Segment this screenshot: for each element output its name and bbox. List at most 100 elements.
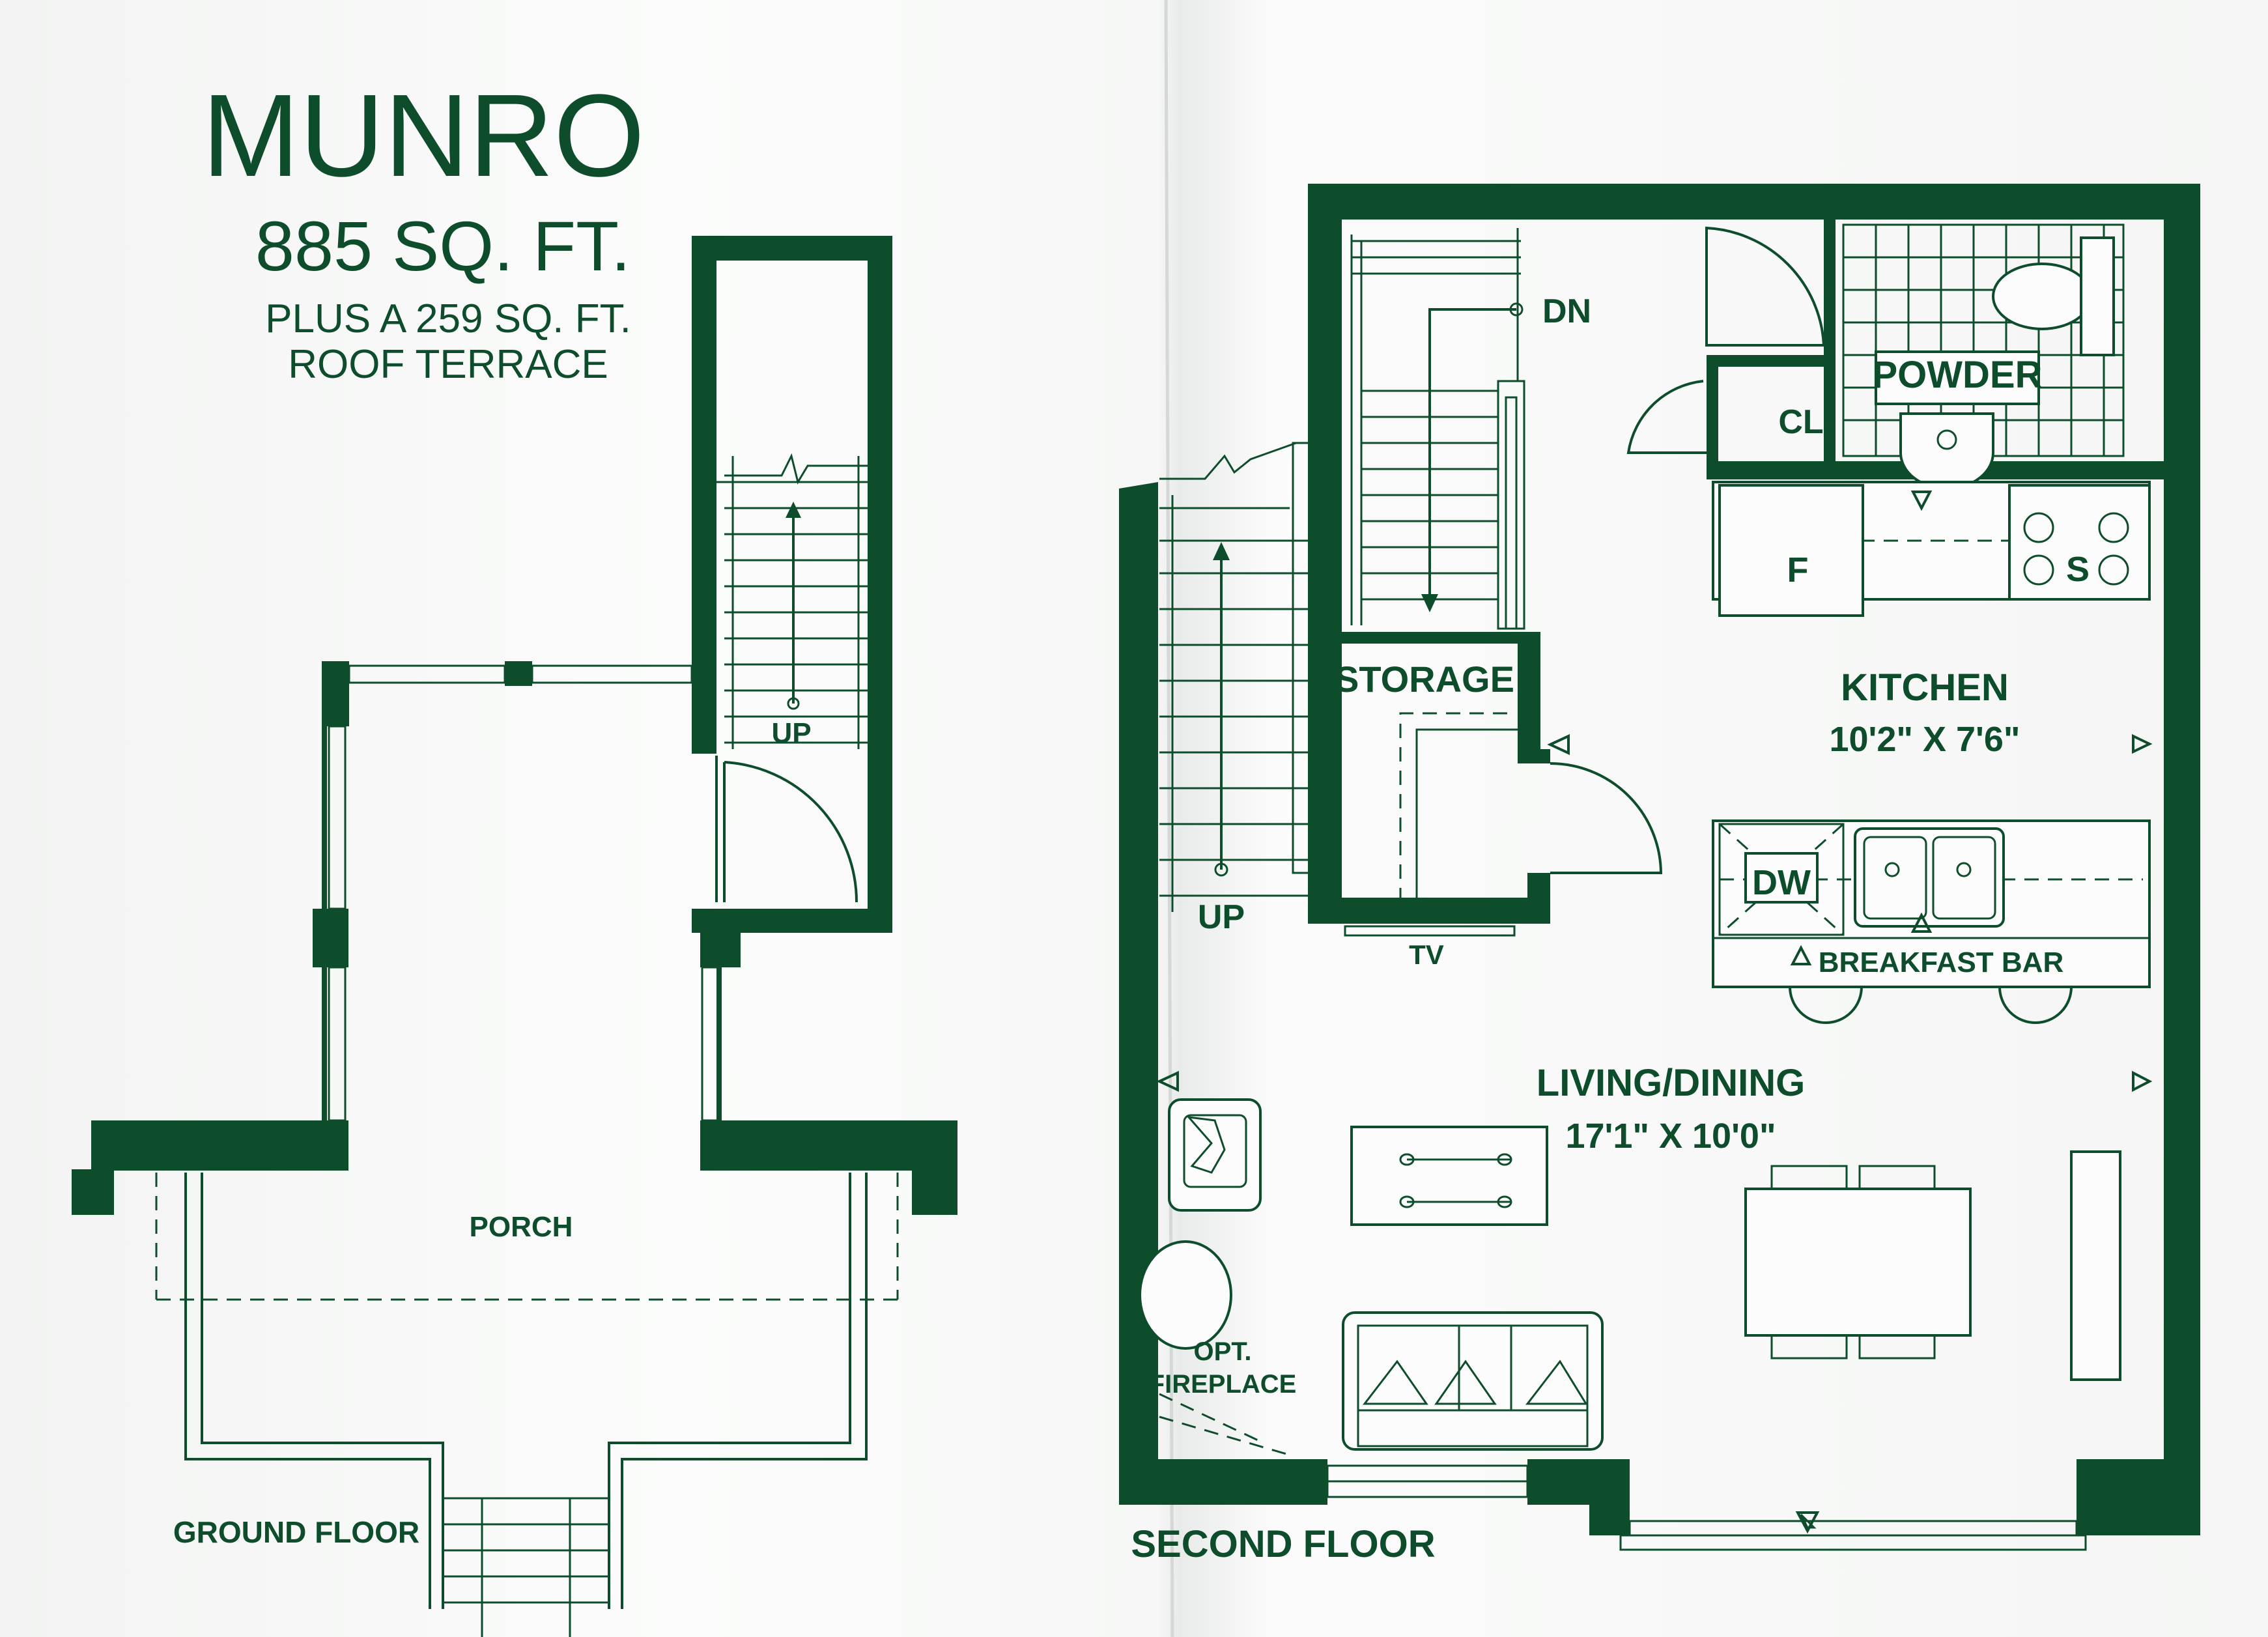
vestibule-wall-left-stub <box>313 909 348 967</box>
vestibule-wall-tl <box>322 661 349 726</box>
coffee-table-knob-4 <box>1497 1195 1512 1208</box>
porch-wall-right <box>700 1120 957 1171</box>
double-sink <box>1854 827 2005 928</box>
second-wall-top <box>1308 184 2200 220</box>
dishwasher-label-backdrop <box>1744 852 1819 904</box>
toilet-bowl <box>1992 263 2092 330</box>
sofa-pillow-1 <box>1362 1359 1428 1405</box>
ground-floor-label: GROUND FLOOR <box>173 1515 419 1549</box>
stair-down-label: DN <box>1542 292 1591 330</box>
stove-label: S <box>2066 550 2090 589</box>
vestibule-side-windows <box>328 725 720 1122</box>
powder-sink <box>1899 412 1994 490</box>
stove <box>2008 484 2151 601</box>
powder-label: POWDER <box>1873 354 2043 396</box>
storage-wall-right-stub <box>1518 749 1550 763</box>
second-bottom-window <box>1326 1464 2087 1551</box>
plan-area: 885 SQ. FT. <box>255 206 631 285</box>
bottom-vent-marker <box>1800 1513 1817 1529</box>
dishwasher <box>1718 823 1845 936</box>
living-right-marker <box>2132 1070 2153 1092</box>
ground-stair-up-label: UP <box>771 717 811 749</box>
vestibule-wall-left-edge <box>322 726 327 1127</box>
armchair <box>1168 1098 1262 1212</box>
ground-stair-treads <box>716 453 868 749</box>
vestibule-top-window <box>348 664 693 684</box>
second-down-arrow-line <box>1428 308 1516 603</box>
living-left-marker <box>1156 1070 1179 1092</box>
second-wall-bottom-right <box>2077 1459 2200 1535</box>
second-wall-bottom-left <box>1119 1459 1327 1505</box>
fridge-label: F <box>1787 550 1809 590</box>
vestibule-wall-mid <box>505 661 532 686</box>
second-down-arrow-origin <box>1509 302 1524 317</box>
porch-railing-left <box>184 1173 431 1609</box>
fridge <box>1718 484 1864 617</box>
living-label: LIVING/DINING <box>1537 1062 1805 1104</box>
vestibule-wall-right-edge <box>716 967 722 1127</box>
storage-wall-top <box>1308 632 1529 644</box>
ground-stair-wall-left <box>692 236 716 754</box>
sofa-pillow-3 <box>1525 1359 1588 1405</box>
porch-railing-right-inner <box>608 1173 851 1609</box>
dining-table <box>1744 1188 1972 1337</box>
closet-door-swing <box>1626 380 1707 454</box>
stove-burner-4 <box>2098 554 2129 586</box>
second-wall-left-upper <box>1308 184 1342 636</box>
fireplace-outline-2 <box>1159 1393 1264 1444</box>
second-floor-label: SECOND FLOOR <box>1131 1523 1435 1565</box>
fireplace-label-line-2: FIREPLACE <box>1149 1370 1297 1399</box>
second-wall-left <box>1119 482 1158 1475</box>
stove-burner-3 <box>2023 554 2054 586</box>
ground-floor-plan: UP <box>72 236 957 1637</box>
coffee-table-knob-2 <box>1497 1153 1512 1166</box>
storage-label: STORAGE <box>1335 659 1514 700</box>
armchair-seat <box>1183 1114 1247 1188</box>
sink-marker <box>1910 912 1933 933</box>
dishwasher-label: DW <box>1752 863 1811 902</box>
storage-vent-marker <box>1547 733 1570 756</box>
porch-railing-left-inner <box>201 1173 444 1609</box>
terrace-line-1: PLUS A 259 SQ. FT. <box>265 296 631 341</box>
ground-stair-wall-top <box>692 236 892 261</box>
stove-burner-1 <box>2023 512 2054 543</box>
storage-wall-right <box>1518 632 1540 762</box>
sink-drain-right <box>1956 862 1972 877</box>
storage-shelf-line <box>1399 712 1511 902</box>
armchair-cushion <box>1186 1116 1226 1174</box>
second-stair-up-label: UP <box>1198 898 1245 936</box>
kitchen-label: KITCHEN <box>1841 666 2009 709</box>
sink-basin-left <box>1863 836 1927 920</box>
bottom-arrow-marker <box>1795 1511 1820 1534</box>
powder-door-swing <box>1705 226 1826 347</box>
kitchen-right-marker <box>2132 733 2153 754</box>
second-up-arrow-origin <box>1214 862 1228 877</box>
second-wall-bottom-mid-jog <box>1589 1459 1630 1535</box>
bar-stool-left <box>1789 986 1863 1024</box>
sink-basin-right <box>1932 836 1996 920</box>
porch-wall-right-jog <box>912 1169 957 1215</box>
sofa <box>1342 1311 1604 1451</box>
second-floor-plan: UP DN <box>1119 184 2200 1565</box>
second-wall-right <box>2164 184 2200 1535</box>
second-left-stair <box>1135 442 1311 912</box>
terrace-line-2: ROOF TERRACE <box>288 342 608 387</box>
sofa-pillow-2 <box>1434 1359 1497 1405</box>
powder-label-backdrop <box>1875 350 2040 405</box>
porch-wall-left-jog <box>72 1169 114 1215</box>
powder-wall-left <box>1824 215 1836 466</box>
ground-stair-wall-stub <box>700 909 741 967</box>
coffee-table-knob-3 <box>1399 1195 1415 1208</box>
dining-chair-bottom-left <box>1770 1334 1848 1359</box>
bar-marker <box>1790 945 1812 965</box>
toilet-tank <box>2080 236 2115 356</box>
storage-wall-bottom <box>1308 898 1542 924</box>
closet-label: CL <box>1778 403 1823 441</box>
powder-wall-cl-left <box>1707 355 1718 466</box>
kitchen-vent-marker <box>1910 491 1933 511</box>
second-down-arrow-head <box>1421 594 1438 612</box>
tv-label: TV <box>1409 939 1444 970</box>
second-up-arrow-head <box>1213 542 1230 560</box>
